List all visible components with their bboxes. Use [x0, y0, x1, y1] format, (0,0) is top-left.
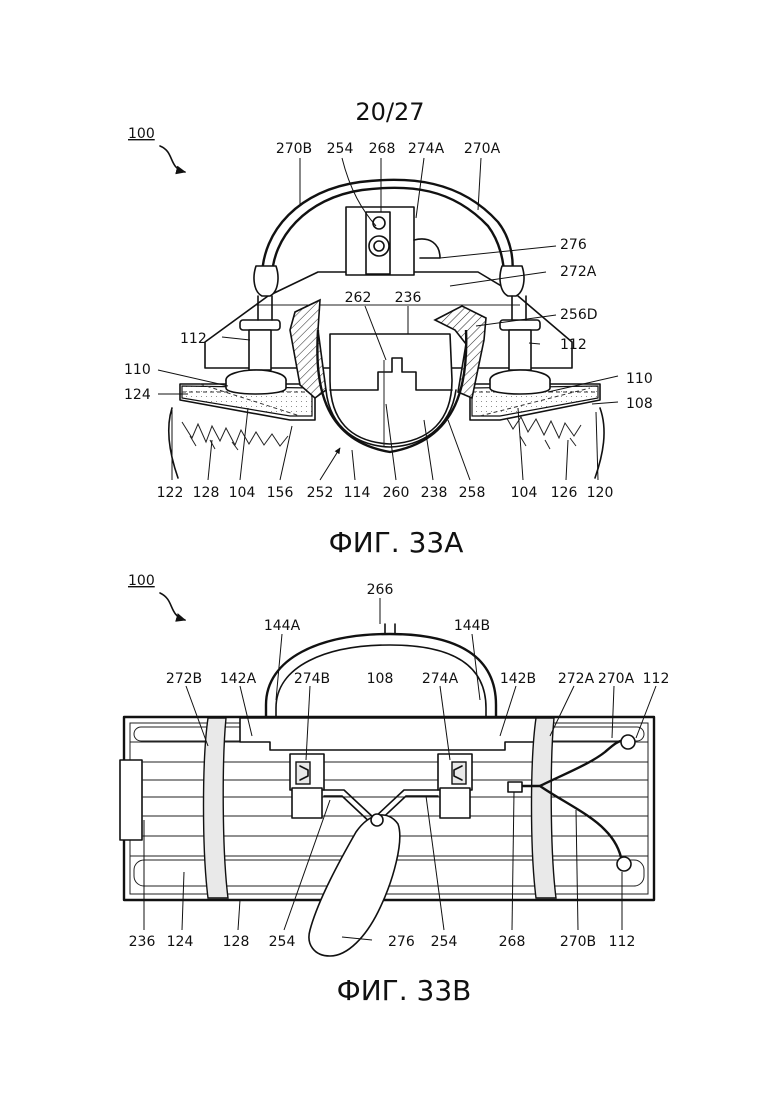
fig33a-label-104-right: 104: [511, 485, 538, 501]
fig33b-label-272B: 272B: [166, 671, 202, 687]
fig33a-label-262: 262: [345, 290, 372, 306]
tank-body: [330, 334, 452, 444]
fig33a-label-156: 156: [267, 485, 294, 501]
fig33a-label-272A: 272A: [560, 264, 597, 280]
bag-ring: [371, 814, 383, 826]
fig33a-label-270B: 270B: [276, 141, 312, 157]
page-number: 20/27: [355, 98, 424, 126]
fig33b-label-276: 276: [388, 934, 415, 950]
fitting-112-bottom: [617, 857, 631, 871]
figure-33a: 100: [124, 126, 653, 559]
fig33a-label-112-left: 112: [180, 331, 207, 347]
fig33a-label-268: 268: [369, 141, 396, 157]
fig33a-label-238: 238: [421, 485, 448, 501]
fig33b-label-144B: 144B: [454, 618, 490, 634]
fig33a-ref-100: 100: [128, 126, 155, 142]
fig33b-label-274A: 274A: [422, 671, 459, 687]
fig33a-ref-arrow: [160, 146, 185, 172]
fig33a-label-236: 236: [395, 290, 422, 306]
clamp-236: [120, 760, 142, 840]
fig33a-label-104-left: 104: [229, 485, 256, 501]
fig33b-label-270A: 270A: [598, 671, 635, 687]
fig33b-label-142A: 142A: [220, 671, 257, 687]
fig33a-label-274A: 274A: [408, 141, 445, 157]
clip-274B: [290, 754, 324, 818]
fig33b-label-108: 108: [367, 671, 394, 687]
fig33b-label-112-top: 112: [643, 671, 670, 687]
fig33a-label-126: 126: [551, 485, 578, 501]
fig33a-label-252: 252: [307, 485, 334, 501]
fig33a-label-114: 114: [344, 485, 371, 501]
wire-254: [324, 790, 438, 818]
fig33a-label-122: 122: [157, 485, 184, 501]
fig33b-label-128: 128: [223, 934, 250, 950]
fig33a-label-110-right: 110: [626, 371, 653, 387]
fig33b-label-124: 124: [167, 934, 194, 950]
fig33a-label-110-left: 110: [124, 362, 151, 378]
pump-assembly: [346, 207, 440, 275]
fig33a-label-112-right: 112: [560, 337, 587, 353]
fig33a-caption: ФИГ. 33А: [329, 526, 464, 559]
fig33b-ref-arrow: [160, 593, 185, 620]
fitting-112-top: [621, 735, 635, 749]
clip-274A: [438, 754, 472, 818]
figure-33b: 100: [120, 573, 669, 1007]
fig33b-label-112-bottom: 112: [609, 934, 636, 950]
fig33a-label-120: 120: [587, 485, 614, 501]
side-bar-272A: [532, 718, 557, 898]
fig33b-label-254-left: 254: [269, 934, 296, 950]
fig33a-label-270A: 270A: [464, 141, 501, 157]
fig33a-label-108: 108: [626, 396, 653, 412]
fig33a-label-258: 258: [459, 485, 486, 501]
fig33a-label-276: 276: [560, 237, 587, 253]
fig33b-label-270B: 270B: [560, 934, 596, 950]
fig33b-label-142B: 142B: [500, 671, 536, 687]
fig33a-label-254: 254: [327, 141, 354, 157]
fig33b-label-236: 236: [129, 934, 156, 950]
fig33b-caption: ФИГ. 33В: [337, 974, 472, 1007]
fig33b-label-254-right: 254: [431, 934, 458, 950]
fig33b-label-266: 266: [367, 582, 394, 598]
fig33a-label-128: 128: [193, 485, 220, 501]
inner-plate-108: [240, 718, 540, 750]
fig33a-label-124: 124: [124, 387, 151, 403]
fig33b-label-272A: 272A: [558, 671, 595, 687]
fig33b-label-274B: 274B: [294, 671, 330, 687]
fig33a-label-260: 260: [383, 485, 410, 501]
fig33b-ref-100: 100: [128, 573, 155, 589]
fig33a-label-256D: 256D: [560, 307, 598, 323]
fig33b-label-268: 268: [499, 934, 526, 950]
fig33b-label-144A: 144A: [264, 618, 301, 634]
